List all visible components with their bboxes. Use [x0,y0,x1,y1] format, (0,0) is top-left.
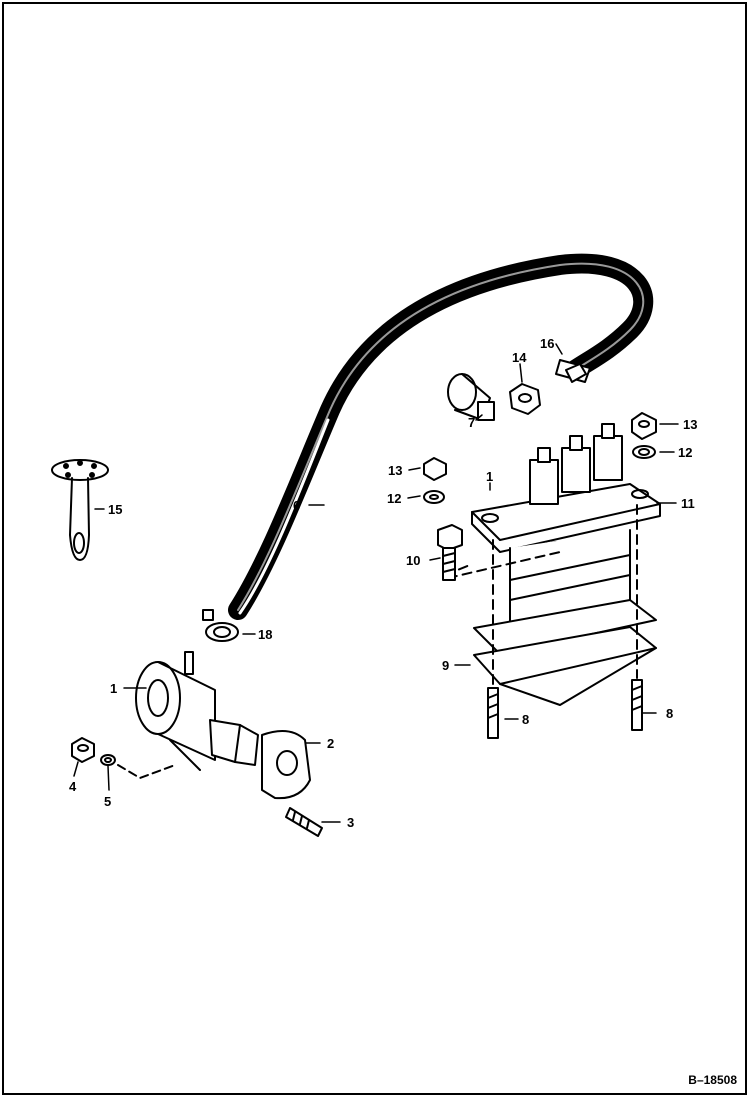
fuel-sender-part-15 [51,459,109,561]
nut-part-13-right [631,412,657,440]
callout-15: 15 [108,502,122,517]
fitting-part-16 [565,363,587,383]
callout-12-left: 12 [387,491,401,506]
callout-2: 2 [327,736,334,751]
callout-16: 16 [540,336,554,351]
callout-6: 6 [293,498,300,513]
washer-part-12-right [632,445,656,459]
fuel-hose-part-6 [228,253,654,620]
callout-12-right: 12 [678,445,692,460]
bolt-part-10 [437,524,463,581]
fuel-pump-part-1 [135,651,259,771]
callout-1: 1 [110,681,117,696]
hex-fitting-part-14 [509,383,541,415]
injection-pump-assembly [444,423,661,739]
banjo-fitting-part-7 [447,373,495,421]
nut-part-13-left [423,457,447,481]
stud-part-3 [285,807,323,837]
callout-14: 14 [512,350,527,365]
washer-part-5 [100,754,116,766]
callout-3: 3 [347,815,354,830]
callout-1-top: 1 [486,469,493,484]
figure-id: B–18508 [688,1073,737,1087]
callout-13-right: 13 [683,417,697,432]
callout-8-right: 8 [666,706,673,721]
callout-5: 5 [104,794,111,809]
gasket-part-2 [261,730,311,800]
callout-7: 7 [468,415,475,430]
washer-part-12-left [423,490,445,504]
callout-18: 18 [258,627,272,642]
nut-part-4 [71,737,95,763]
hose-clamp-part-18 [202,609,239,642]
callout-13-left: 13 [388,463,402,478]
callout-9: 9 [442,658,449,673]
leader-lines [73,343,679,823]
callout-8-left: 8 [522,712,529,727]
callout-4: 4 [69,779,77,794]
callout-10: 10 [406,553,420,568]
callout-11: 11 [681,496,695,511]
